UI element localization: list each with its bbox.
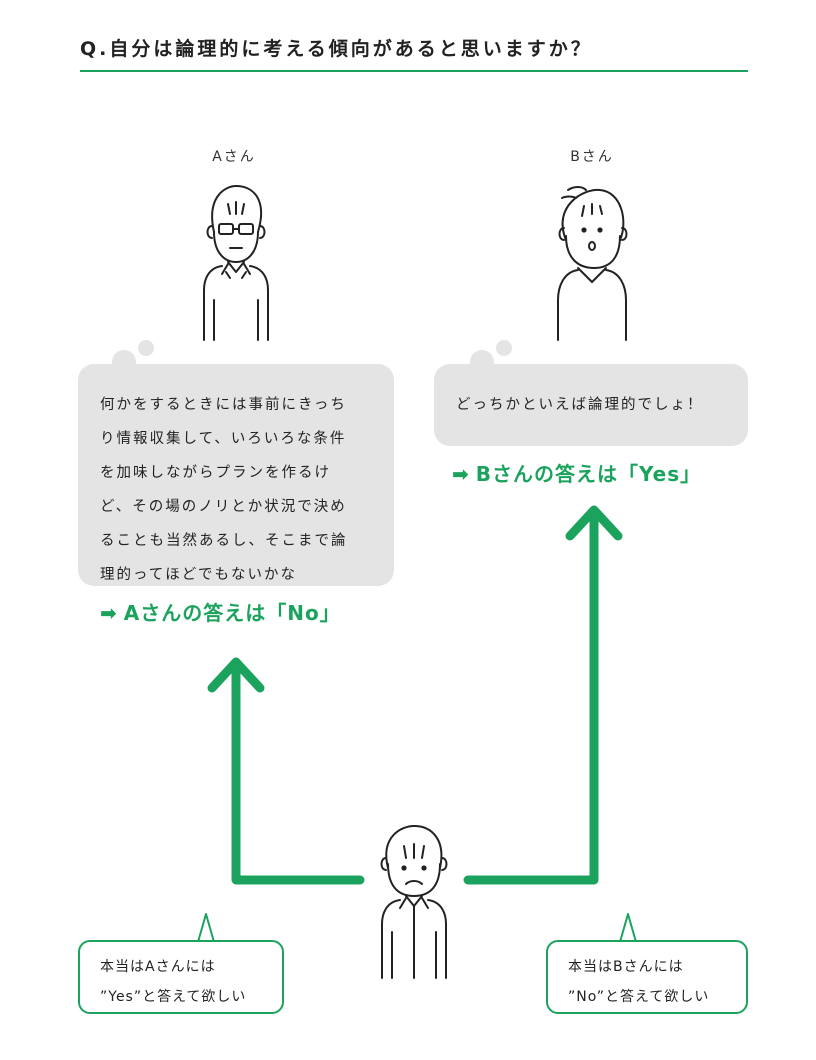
person-a-label: Aさん	[212, 149, 256, 165]
callout-right-tail	[619, 913, 637, 943]
bubble-a-line: 理的ってほどでもないかな	[100, 567, 297, 583]
answer-b: ➡Bさんの答えは「Yes」	[452, 458, 701, 487]
person-b-label: Bさん	[570, 149, 614, 165]
answer-a-text: Aさんの答えは「No」	[123, 601, 341, 625]
callout-right: 本当はBさんには ”No”と答えて欲しい	[546, 940, 748, 1014]
bubble-a-line: を加味しながらプランを作るけ	[100, 465, 331, 481]
bubble-a-text: 何かをするときには事前にきっち り情報収集して、いろいろな条件 を加味しながらプ…	[100, 388, 394, 592]
right-arrow-icon: ➡	[100, 601, 118, 625]
thought-bubble-a: 何かをするときには事前にきっち り情報収集して、いろいろな条件 を加味しながらプ…	[78, 364, 394, 586]
page-title: Q.自分は論理的に考える傾向があると思いますか？	[80, 38, 593, 60]
arrow-to-b	[463, 515, 599, 885]
callout-left-line: 本当はAさんには	[100, 959, 216, 975]
bubble-a-line: 何かをするときには事前にきっち	[100, 397, 347, 413]
bubble-a-line: り情報収集して、いろいろな条件	[100, 431, 347, 447]
bubble-a-line: ることも当然あるし、そこまで論	[100, 533, 348, 549]
right-arrow-icon: ➡	[452, 462, 470, 486]
callout-left: 本当はAさんには ”Yes”と答えて欲しい	[78, 940, 284, 1014]
arrow-to-a-head	[207, 657, 265, 693]
person-a-figure	[203, 185, 269, 341]
callout-left-tail	[197, 913, 215, 943]
answer-a: ➡Aさんの答えは「No」	[100, 597, 341, 626]
callout-left-line: ”Yes”と答えて欲しい	[100, 989, 247, 1005]
answer-b-text: Bさんの答えは「Yes」	[475, 462, 702, 486]
thought-dot-b-small	[496, 340, 512, 356]
bubble-a-line: ど、その場のノリとか状況で決め	[100, 499, 347, 515]
person-b-figure	[557, 186, 628, 341]
arrow-to-a	[231, 667, 365, 885]
thought-dot-a-small	[138, 340, 154, 356]
arrow-to-b-head	[565, 505, 623, 541]
bubble-b-line: どっちかといえば論理的でしょ！	[456, 397, 704, 413]
callout-right-line: ”No”と答えて欲しい	[568, 989, 710, 1005]
title-underline	[80, 70, 748, 72]
callout-right-line: 本当はBさんには	[568, 959, 684, 975]
thought-bubble-b: どっちかといえば論理的でしょ！	[434, 364, 748, 446]
person-c-figure	[380, 825, 448, 979]
